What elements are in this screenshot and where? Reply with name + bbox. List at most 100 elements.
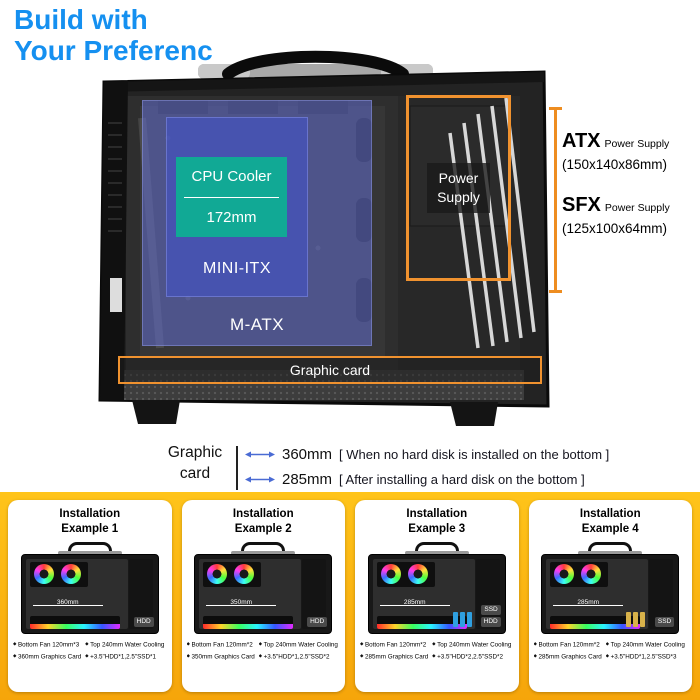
sfx-name: SFX [562, 194, 601, 216]
mini-case-handle-plate [57, 550, 122, 555]
mini-case-radiator [376, 561, 435, 587]
mini-case-handle [588, 541, 633, 554]
drive-tag: HDD [133, 616, 154, 627]
title-line-1: Build with [14, 4, 148, 35]
spec-bullet: Top 240mm Water Cooling [85, 641, 166, 650]
gpu-length-row-1: 360mm [ When no hard disk is installed o… [245, 446, 609, 463]
sfx-spec: SFX Power Supply (125x100x64mm) [562, 194, 670, 236]
rgb-fan-icon [407, 564, 428, 585]
rgb-fan-icon [33, 564, 54, 585]
mini-case-tags: HDD [307, 616, 328, 627]
mini-case-handle [241, 541, 286, 554]
mini-case-radiator [203, 561, 262, 587]
mini-case-handle-plate [404, 550, 469, 555]
mini-case-radiator [29, 561, 88, 587]
rgb-fan-icon [60, 564, 81, 585]
mini-case-graphics-card [29, 615, 120, 629]
card-title: Installation Example 1 [59, 508, 121, 535]
spec-bullets: Bottom Fan 120mm*2 Top 240mm Water Cooli… [187, 641, 341, 663]
mini-case-handle-plate [578, 550, 643, 555]
spec-bullet: 350mm Graphics Card [187, 653, 259, 662]
gpu-length-note: [ After installing a hard disk on the bo… [339, 472, 585, 487]
mini-case-gpu-length: 350mm [206, 599, 277, 606]
mini-case-gpu-length: 285mm [379, 599, 450, 606]
spec-bullet: Bottom Fan 120mm*2 [187, 641, 259, 650]
installation-card: Installation Example 4 285mm SSD B [528, 500, 692, 692]
mini-case-gpu-length: 285mm [553, 599, 624, 606]
mini-case-handle [67, 541, 112, 554]
mini-case-handle-plate [231, 550, 296, 555]
spec-bullets: Bottom Fan 120mm*3 Top 240mm Water Cooli… [13, 641, 167, 663]
spec-bullet: Top 240mm Water Cooling [606, 641, 687, 650]
graphic-card-bracket [236, 446, 238, 490]
installation-card: Installation Example 1 360mm HDD B [8, 500, 172, 692]
installation-examples-band: Installation Example 1 360mm HDD B [0, 492, 700, 700]
spec-bullet: 285mm Graphics Card [534, 653, 606, 662]
spec-bullet: Top 240mm Water Cooling [259, 641, 340, 650]
length-arrow-icon [245, 476, 275, 483]
power-supply-zone: Power Supply [406, 95, 511, 281]
page-title: Build with Your Preferenc [14, 4, 213, 67]
sfx-dimensions: (125x100x64mm) [562, 221, 668, 236]
spec-bullet: Bottom Fan 120mm*3 [13, 641, 85, 650]
gpu-length-value: 360mm [282, 446, 333, 463]
sfx-type: Power Supply [604, 202, 670, 214]
mini-case-handle [414, 541, 459, 554]
graphic-card-length-label: Graphic card [167, 444, 223, 482]
installation-card: Installation Example 3 285mm SSD HDD [355, 500, 519, 692]
gpu-length-row-2: 285mm [ After installing a hard disk on … [245, 471, 585, 488]
card-title: Installation Example 3 [406, 508, 468, 535]
graphic-card-zone-label: Graphic card [289, 362, 371, 378]
drive-tag: SSD [481, 604, 501, 615]
rgb-fan-icon [234, 564, 255, 585]
mini-case-image: 285mm SSD [541, 541, 680, 636]
title-line-2: Your Preferenc [14, 35, 213, 67]
mini-case-radiator [550, 561, 609, 587]
cpu-cooler-divider [183, 196, 280, 198]
cpu-cooler-zone: CPU Cooler 172mm [176, 157, 287, 237]
gpu-length-value: 285mm [282, 471, 333, 488]
graphic-card-zone: Graphic card [118, 356, 542, 384]
cpu-cooler-label: CPU Cooler [191, 168, 272, 186]
spec-bullet: +3.5"HDD*1,2.5"SSD*2 [259, 653, 340, 662]
rgb-fan-icon [581, 564, 602, 585]
mini-itx-label: MINI-ITX [203, 260, 271, 277]
psu-dimension-line [549, 107, 562, 293]
spec-bullet: Top 240mm Water Cooling [432, 641, 513, 650]
spec-bullet: Bottom Fan 120mm*2 [534, 641, 606, 650]
installation-card: Installation Example 2 350mm HDD B [181, 500, 345, 692]
rgb-fan-icon [380, 564, 401, 585]
mini-case-graphics-card [376, 615, 467, 629]
length-arrow-icon [245, 451, 275, 458]
drive-tag: HDD [307, 616, 328, 627]
spec-bullets: Bottom Fan 120mm*2 Top 240mm Water Cooli… [360, 641, 514, 663]
mini-case-tags: HDD [133, 616, 154, 627]
spec-bullet: +3.5"HDD*1,2.5"SSD*1 [85, 653, 166, 662]
spec-bullet: 360mm Graphics Card [13, 653, 85, 662]
drive-tag: SSD [654, 616, 675, 627]
psu-specs: ATX Power Supply (150x140x86mm) SFX Powe… [562, 130, 670, 236]
atx-spec: ATX Power Supply (150x140x86mm) [562, 130, 670, 172]
mini-case-graphics-card [203, 615, 294, 629]
drive-tag: HDD [480, 616, 501, 627]
m-atx-label: M-ATX [229, 315, 285, 334]
card-title: Installation Example 2 [232, 508, 294, 535]
power-supply-label: Power Supply [427, 163, 490, 213]
spec-bullet: +3.5"HDD*1,2.5"SSD*3 [606, 653, 687, 662]
card-title: Installation Example 4 [579, 508, 641, 535]
spec-bullet: Bottom Fan 120mm*2 [360, 641, 432, 650]
atx-name: ATX [562, 130, 601, 152]
rgb-fan-icon [207, 564, 228, 585]
atx-dimensions: (150x140x86mm) [562, 157, 668, 172]
mini-case-image: 360mm HDD [20, 541, 159, 636]
rgb-fan-icon [554, 564, 575, 585]
mini-case-drives [626, 611, 646, 627]
atx-type: Power Supply [604, 138, 670, 150]
spec-bullet: +3.5"HDD*2,2.5"SSD*2 [432, 653, 513, 662]
mini-case-graphics-card [550, 615, 641, 629]
mini-case-gpu-length: 360mm [32, 599, 103, 606]
mini-case-image: 285mm SSD HDD [367, 541, 506, 636]
spec-bullets: Bottom Fan 120mm*2 Top 240mm Water Cooli… [534, 641, 688, 663]
cpu-cooler-height: 172mm [206, 208, 257, 226]
